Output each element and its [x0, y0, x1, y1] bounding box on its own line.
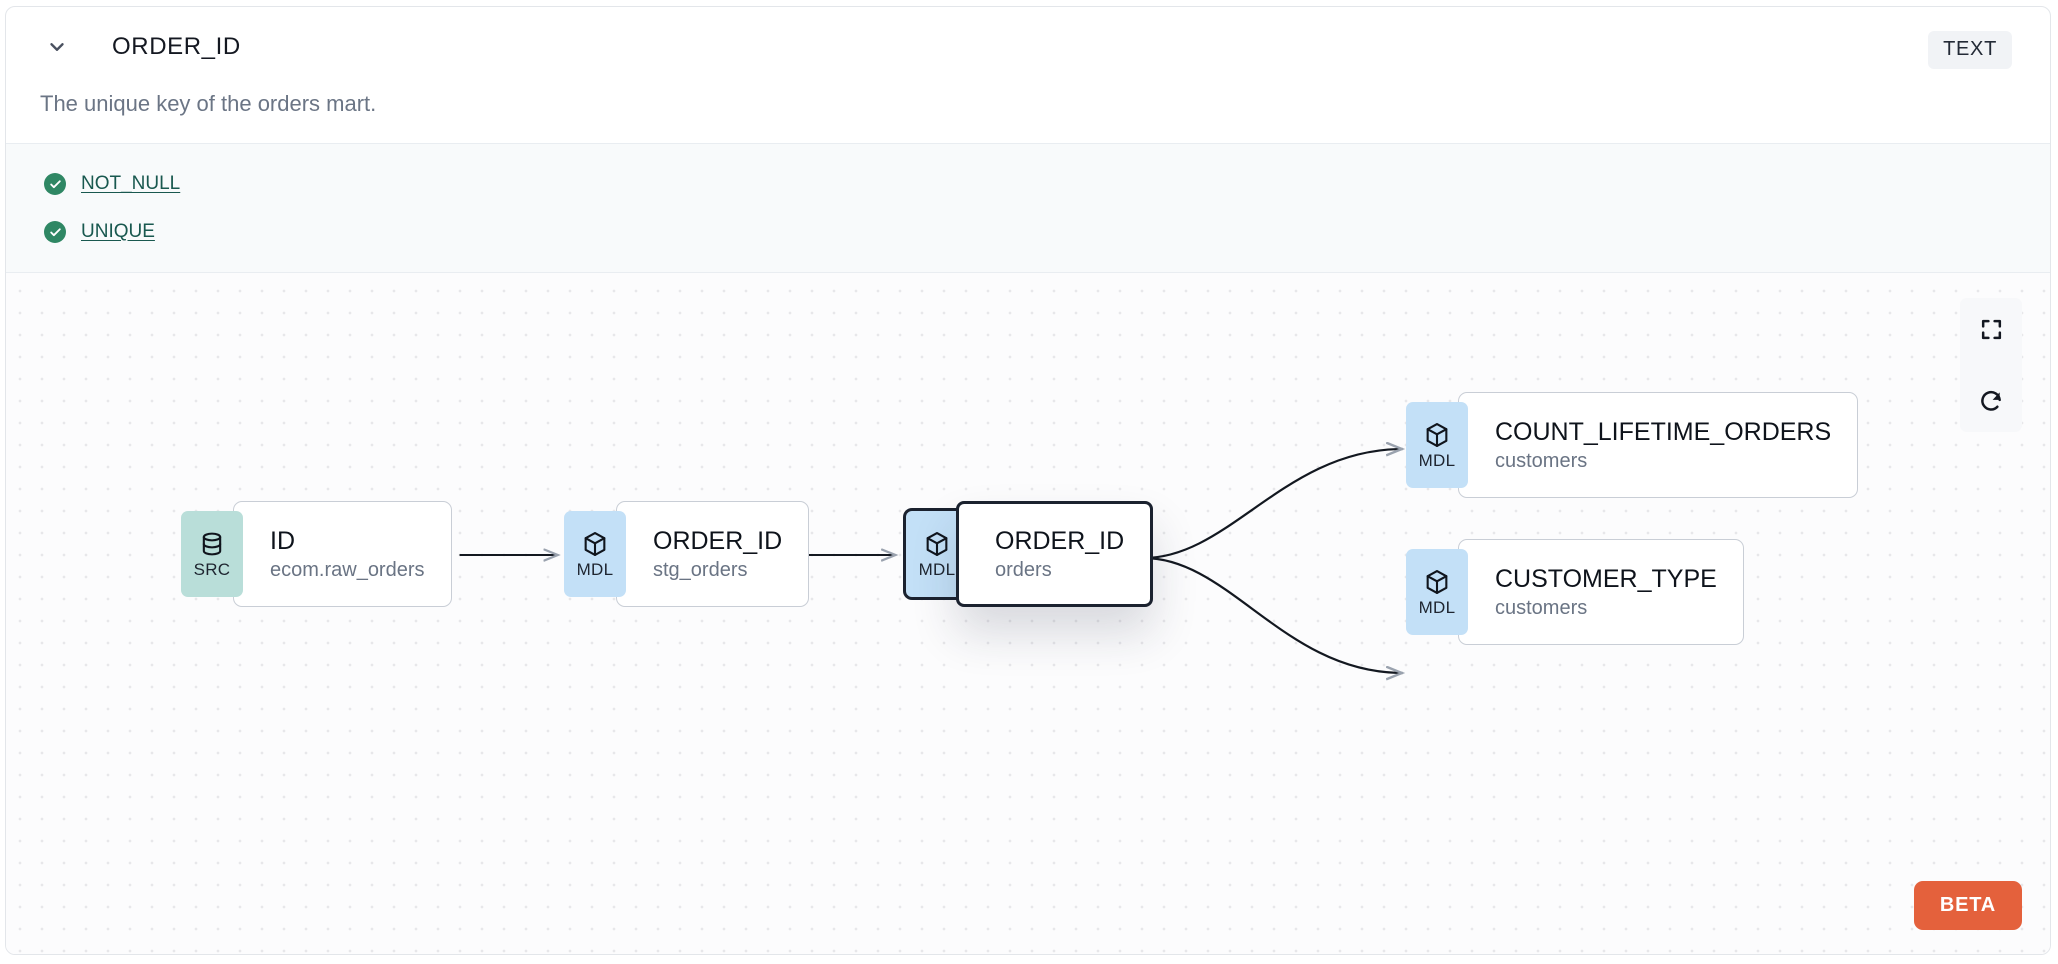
- test-row: NOT_NULL: [44, 160, 2050, 208]
- test-link-not-null[interactable]: NOT_NULL: [81, 173, 181, 194]
- check-circle-icon: [44, 173, 66, 195]
- edge-orders-to-count-lifetime-orders: [1143, 449, 1403, 560]
- lineage-node-src-id[interactable]: SRC ID ecom.raw_orders: [181, 501, 452, 607]
- page-title: ORDER_ID: [112, 33, 241, 60]
- node-badge-label: SRC: [193, 560, 231, 579]
- node-table-name: ecom.raw_orders: [270, 558, 425, 581]
- node-column-name: ORDER_ID: [653, 526, 783, 555]
- node-badge-src: SRC: [181, 511, 243, 597]
- beta-badge[interactable]: BETA: [1913, 881, 2022, 930]
- refresh-icon[interactable]: [1960, 370, 2022, 432]
- node-body: CUSTOMER_TYPE customers: [1458, 539, 1744, 645]
- node-table-name: stg_orders: [653, 558, 748, 581]
- node-badge-label: MDL: [918, 560, 956, 579]
- card-header: ORDER_ID TEXT The unique key of the orde…: [6, 7, 2050, 143]
- lineage-canvas[interactable]: SRC ID ecom.raw_orders MDL: [6, 273, 2050, 954]
- node-badge-mdl: MDL: [1406, 402, 1468, 488]
- node-body: ORDER_ID orders: [956, 501, 1154, 607]
- column-type-badge: TEXT: [1928, 31, 2012, 69]
- column-detail-card: ORDER_ID TEXT The unique key of the orde…: [5, 6, 2051, 955]
- fullscreen-icon[interactable]: [1960, 298, 2022, 360]
- header-title-row: ORDER_ID: [44, 33, 241, 61]
- node-column-name: ORDER_ID: [995, 526, 1125, 555]
- tests-section: NOT_NULL UNIQUE: [6, 143, 2050, 273]
- lineage-node-mdl-count-lifetime-orders[interactable]: MDL COUNT_LIFETIME_ORDERS customers: [1406, 392, 1859, 498]
- node-table-name: customers: [1495, 596, 1588, 619]
- node-column-name: CUSTOMER_TYPE: [1495, 564, 1717, 593]
- lineage-node-mdl-stg-orders[interactable]: MDL ORDER_ID stg_orders: [564, 501, 810, 607]
- test-link-unique[interactable]: UNIQUE: [81, 221, 155, 242]
- canvas-controls: [1960, 298, 2022, 432]
- node-table-name: orders: [995, 558, 1052, 581]
- lineage-node-mdl-orders-selected[interactable]: MDL ORDER_ID orders: [903, 501, 1154, 607]
- node-badge-label: MDL: [1418, 598, 1456, 617]
- node-table-name: customers: [1495, 449, 1588, 472]
- node-column-name: ID: [270, 526, 295, 555]
- chevron-down-icon[interactable]: [44, 34, 70, 60]
- node-badge-label: MDL: [1418, 451, 1456, 470]
- column-description: The unique key of the orders mart.: [40, 91, 377, 116]
- node-badge-label: MDL: [576, 560, 614, 579]
- test-row: UNIQUE: [44, 208, 2050, 256]
- node-body: COUNT_LIFETIME_ORDERS customers: [1458, 392, 1859, 498]
- node-body: ID ecom.raw_orders: [233, 501, 452, 607]
- node-badge-mdl: MDL: [564, 511, 626, 597]
- check-circle-icon: [44, 221, 66, 243]
- edge-orders-to-customer-type: [1143, 556, 1403, 673]
- node-body: ORDER_ID stg_orders: [616, 501, 810, 607]
- node-badge-mdl: MDL: [1406, 549, 1468, 635]
- node-column-name: COUNT_LIFETIME_ORDERS: [1495, 417, 1832, 446]
- lineage-node-mdl-customer-type[interactable]: MDL CUSTOMER_TYPE customers: [1406, 539, 1744, 645]
